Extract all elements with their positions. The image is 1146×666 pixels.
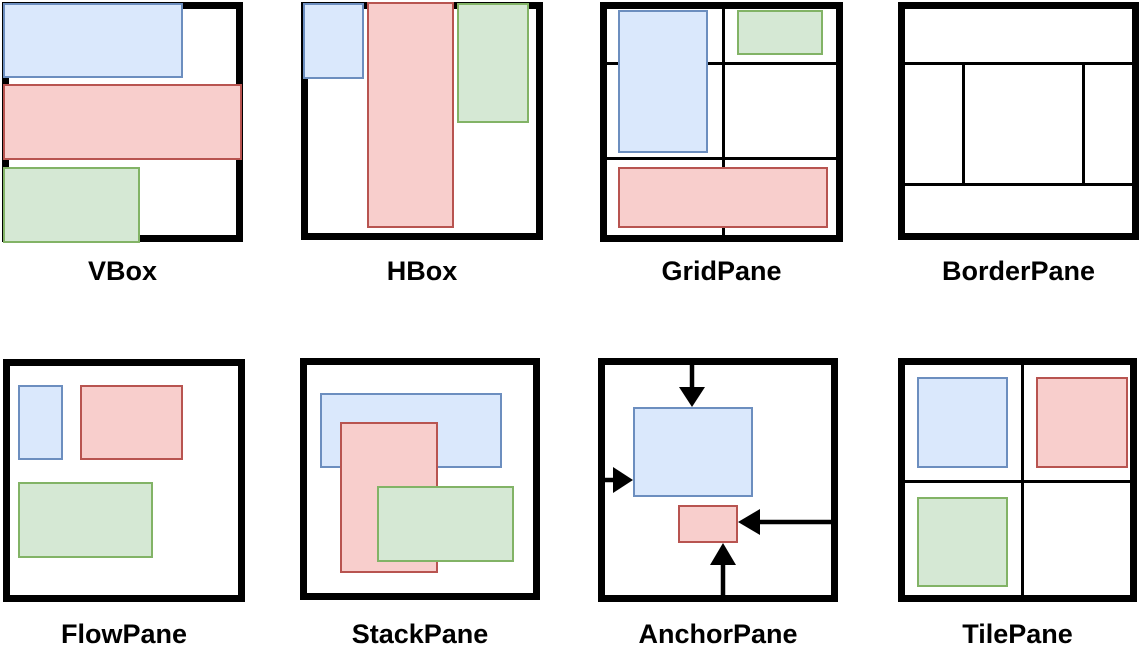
vbox-pane-diagram bbox=[2, 2, 243, 243]
anchor-arrow-bottom bbox=[710, 543, 736, 602]
grid-line-horizontal-2 bbox=[600, 157, 843, 160]
borderpane-pane-diagram bbox=[898, 2, 1139, 240]
tile-line-horizontal bbox=[898, 480, 1137, 483]
green-box bbox=[18, 482, 153, 558]
pane-frame bbox=[600, 2, 843, 242]
blue-box bbox=[633, 407, 753, 497]
pane-frame bbox=[3, 359, 245, 602]
green-box bbox=[3, 167, 140, 243]
pane-label: StackPane bbox=[351, 619, 489, 649]
bottom-region-divider bbox=[898, 183, 1139, 186]
anchor-arrows bbox=[598, 358, 838, 602]
flowpane-pane-diagram bbox=[3, 359, 245, 602]
top-region-divider bbox=[898, 62, 1139, 65]
pane-label: AnchorPane bbox=[638, 619, 798, 649]
anchorpane-pane-diagram bbox=[598, 358, 838, 602]
blue-box bbox=[18, 385, 63, 460]
grid-line-horizontal-1 bbox=[600, 62, 843, 65]
blue-box bbox=[917, 377, 1008, 468]
blue-box bbox=[618, 10, 708, 153]
red-box bbox=[3, 84, 242, 160]
red-box bbox=[618, 167, 828, 228]
gridpane-pane-diagram bbox=[600, 2, 843, 242]
pane-label: VBox bbox=[87, 256, 158, 286]
grid-line-vertical bbox=[722, 2, 725, 242]
pane-label: HBox bbox=[386, 256, 458, 286]
hbox-pane-diagram bbox=[301, 2, 543, 240]
stackpane-pane-diagram bbox=[300, 358, 540, 600]
green-box bbox=[917, 497, 1008, 587]
pane-label: TilePane bbox=[962, 619, 1073, 649]
tilepane-pane-diagram bbox=[898, 358, 1137, 602]
pane-frame bbox=[300, 358, 540, 600]
pane-label: BorderPane bbox=[941, 256, 1096, 286]
green-box bbox=[377, 486, 514, 562]
red-box bbox=[1036, 377, 1128, 468]
right-region-divider bbox=[1082, 62, 1085, 186]
pane-label: GridPane bbox=[661, 256, 782, 286]
red-box bbox=[678, 505, 738, 543]
left-region-divider bbox=[962, 62, 965, 186]
pane-label: FlowPane bbox=[60, 619, 188, 649]
red-box bbox=[367, 2, 454, 228]
blue-box bbox=[3, 3, 183, 78]
anchor-arrow-left bbox=[598, 467, 633, 493]
anchor-arrow-top bbox=[679, 358, 705, 407]
green-box bbox=[737, 10, 823, 55]
red-box bbox=[80, 385, 183, 460]
green-box bbox=[457, 3, 529, 123]
pane-frame bbox=[898, 2, 1139, 240]
blue-box bbox=[303, 3, 364, 79]
anchor-arrow-right bbox=[738, 509, 838, 535]
